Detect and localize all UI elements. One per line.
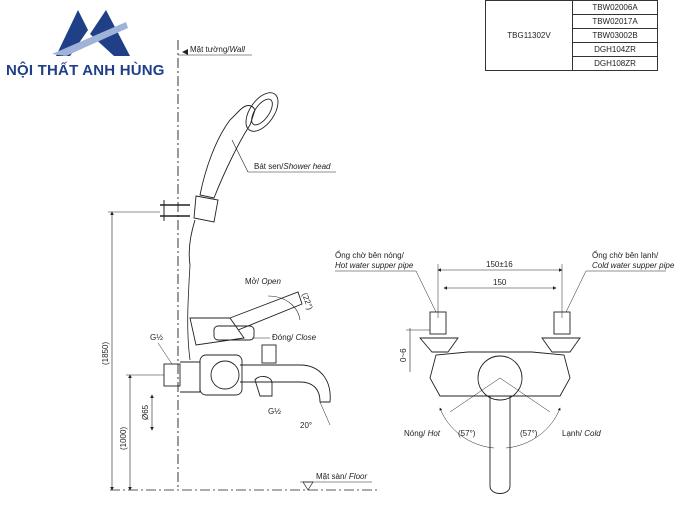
brand-logo xyxy=(52,10,130,56)
parts-table: TBG11302V TBW02006A TBW02017A TBW03002B … xyxy=(485,0,658,71)
thread-leader xyxy=(157,342,173,365)
floor-label: Mặt sàn/ Floor xyxy=(316,472,367,481)
angle-57-right-label: (57°) xyxy=(520,429,538,438)
dim-150-label: 150 xyxy=(493,278,507,287)
hot-pipe-leader-d xyxy=(415,270,437,313)
wall-label: Mặt tường/Wall xyxy=(190,45,245,54)
cold-pipe-label-en: Cold water supper pipe xyxy=(592,261,675,270)
logo-mountain-left xyxy=(56,10,88,56)
thread-size-label: G½ xyxy=(150,333,163,342)
handle-right-line xyxy=(499,377,551,413)
dim-1850-label: (1850) xyxy=(101,342,110,365)
cold-label: Lạnh/ Cold xyxy=(562,429,601,438)
angle-20-label: 20° xyxy=(300,421,312,430)
shower-head xyxy=(188,92,279,266)
hot-pipe-label: Ống chờ bên nóng/ xyxy=(335,250,405,260)
open-arc xyxy=(267,295,301,321)
wall-marker xyxy=(182,49,188,55)
floor-marker xyxy=(302,481,314,491)
open-label: Mở/ Open xyxy=(245,277,281,286)
offset-label: 0~6 xyxy=(399,348,408,362)
close-label: Đóng/ Close xyxy=(272,333,317,342)
angle-arc xyxy=(505,407,561,449)
shower-head-label: Bát sen/Shower head xyxy=(254,162,331,171)
brand-name: NỘI THẤT ANH HÙNG xyxy=(6,62,165,79)
part-number: DGH108ZR xyxy=(572,56,658,71)
hot-pipe-label-en: Hot water supper pipe xyxy=(335,261,414,270)
angle-22-label: (22°) xyxy=(300,292,315,312)
cold-pipe-label: Ống chờ bên lạnh/ xyxy=(592,250,659,260)
faucet-front-view xyxy=(419,311,581,494)
spout-angle-line xyxy=(319,401,331,426)
logo-swoosh xyxy=(52,22,128,56)
thread-size-label: G½ xyxy=(268,407,281,416)
handle-left-line xyxy=(449,377,501,413)
faucet-side-view xyxy=(163,291,331,403)
cold-pipe-leader-d xyxy=(565,270,587,313)
shower-hose xyxy=(187,264,191,361)
wall-bracket xyxy=(160,200,190,221)
angle-57-left-label: (57°) xyxy=(458,429,476,438)
hot-label: Nóng/ Hot xyxy=(404,429,441,438)
dim-1000-label: (1000) xyxy=(119,427,128,450)
angle-arc xyxy=(439,407,495,449)
dim-150tol-label: 150±16 xyxy=(486,260,513,269)
dim-d65-label: Ø65 xyxy=(141,404,150,420)
shower-head-leader xyxy=(231,139,249,173)
